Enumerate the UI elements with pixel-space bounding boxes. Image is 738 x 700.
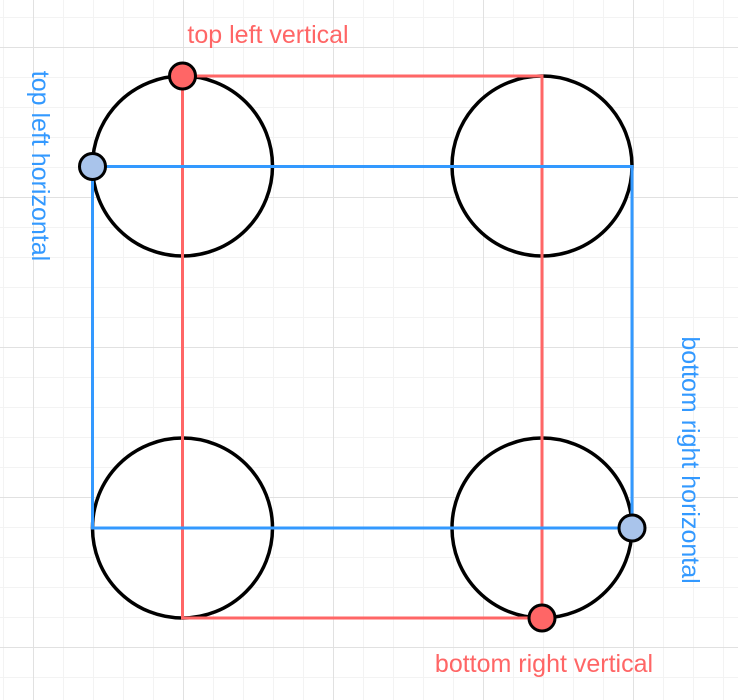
label-top-left-vertical: top left vertical [187,21,349,49]
bottom-right-horizontal-anchor-handle[interactable] [617,513,647,543]
bottom-right-vertical-anchor-handle[interactable] [527,603,557,633]
top-left-horizontal-anchor-handle[interactable] [78,152,107,181]
red-rectangle-edge[interactable] [181,74,544,620]
blue-rectangle-edge[interactable] [91,165,634,530]
label-top-left-horizontal: top left horizontal [26,70,54,262]
label-bottom-right-vertical: bottom right vertical [434,650,654,678]
label-bottom-right-horizontal: bottom right horizontal [676,336,704,584]
top-left-vertical-anchor-handle[interactable] [168,61,197,91]
